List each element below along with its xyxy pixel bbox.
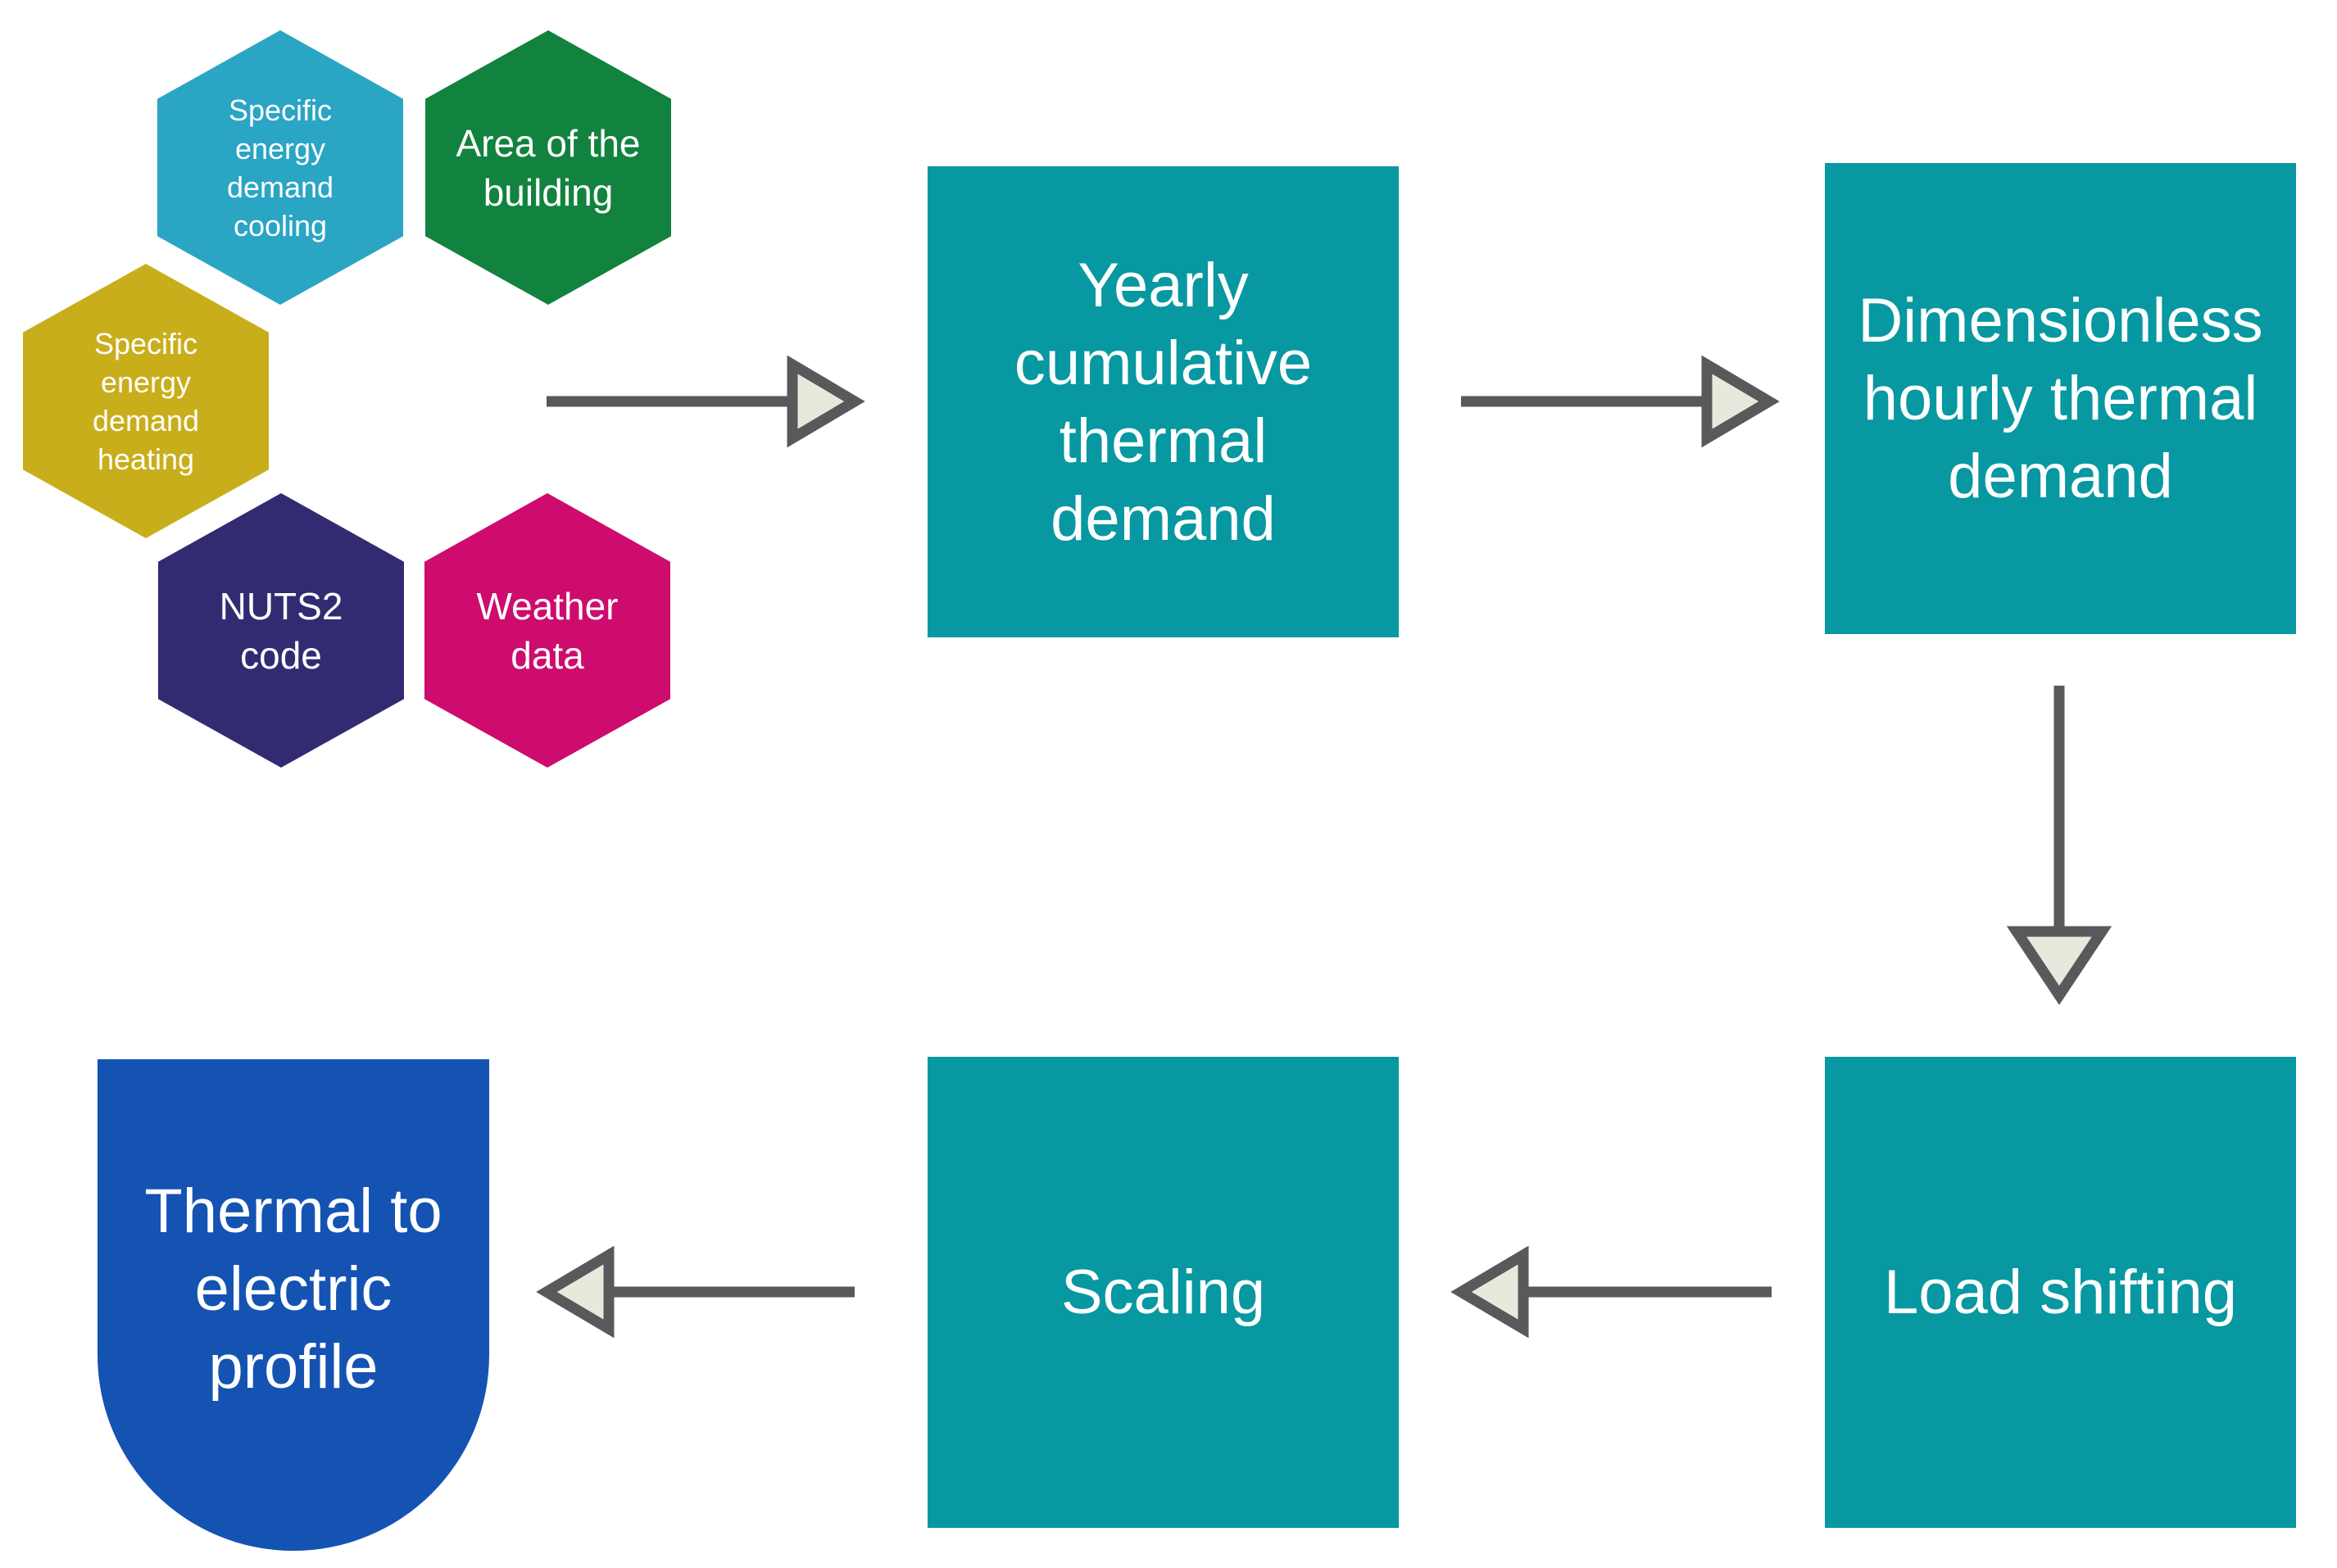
flow-box-yearly-cumulative-thermal-demand: Yearly cumulative thermal demand [928,166,1399,637]
hexagon-label: Specific energy demand heating [92,326,200,476]
arrowhead-left-icon [536,1245,615,1339]
hexagon-specific-energy-demand-heating: Specific energy demand heating [23,264,269,538]
arrowhead-right-icon [1701,355,1780,448]
flow-box-label: Scaling [1060,1258,1266,1327]
arrow-yearly-to-dimensionless [1461,355,1780,448]
flow-box-scaling: Scaling [928,1057,1399,1528]
hexagon-specific-energy-demand-cooling: Specific energy demand cooling [157,30,403,305]
flow-shape-label: Thermal to electric profile [144,1176,442,1402]
arrowhead-right-icon [787,355,865,448]
hexagon-area-of-the-building: Area of the building [425,30,671,305]
hexagon-label: Specific energy demand cooling [226,93,334,242]
hexagon-label: Area of the building [456,121,641,214]
flow-shape-thermal-to-electric-profile: Thermal to electric profile [98,1059,489,1551]
hexagon-label: NUTS2 code [219,584,343,677]
arrow-dimensionless-to-load-shifting [2006,686,2112,1005]
flow-box-label: Dimensionless hourly thermal demand [1858,286,2263,511]
flow-box-label: Load shifting [1884,1258,2237,1327]
flow-box-dimensionless-hourly-thermal-demand: Dimensionless hourly thermal demand [1825,163,2296,634]
flow-box-label: Yearly cumulative thermal demand [1014,250,1313,554]
arrow-load-shifting-to-scaling [1450,1245,1772,1339]
arrowhead-left-icon [1450,1245,1529,1339]
flow-box-load-shifting: Load shifting [1825,1057,2296,1528]
arrow-inputs-to-yearly [547,355,865,448]
hexagon-label: Weather data [476,584,619,677]
arrowhead-down-icon [2006,926,2112,1005]
hexagon-weather-data: Weather data [424,493,670,768]
hexagon-nuts2-code: NUTS2 code [158,493,404,768]
arrow-scaling-to-thermal-to-electric [536,1245,855,1339]
